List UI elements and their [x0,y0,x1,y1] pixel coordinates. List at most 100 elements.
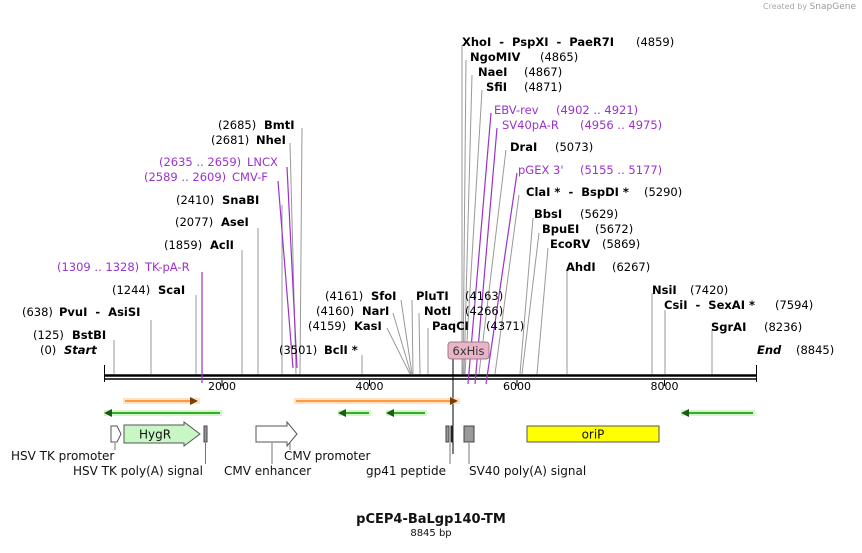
site-name-ebvrev: EBV-rev [494,103,539,117]
site-pos-paqci: (4371) [486,319,524,333]
site-pos-sv40par: (4956 .. 4975) [580,118,662,132]
site-pos-ebvrev: (4902 .. 4921) [556,103,638,117]
site-pos-bbsi: (5629) [580,207,618,221]
site-name-tkpar: TK-pA-R [144,260,190,274]
hsv-tk-promoter-shape [110,425,122,443]
tick-label-8000: 8000 [651,380,679,393]
site-pos-bmti: (2685) [218,118,256,132]
site-pos-kasi: (4159) [308,319,346,333]
orip-label: oriP [582,428,605,442]
site-name-scai: ScaI [158,283,185,297]
credit-prefix: Created by [763,2,808,11]
leader-lines [113,45,713,375]
site-pos-sgrai: (8236) [764,320,802,334]
site-pos-ecorv: (5869) [602,237,640,251]
end-pos: (8845) [796,343,834,357]
site-pos-noti: (4266) [465,304,503,318]
start-pos: (0) [40,343,56,357]
site-labels: (0) Start End (8845) (125) BstBI (638) P… [22,35,834,357]
tick-label-6000: 6000 [503,380,531,393]
site-name-pvui: PvuI - AsiSI [59,305,140,319]
site-pos-cmvf: (2589 .. 2609) [144,170,226,184]
site-name-bpuei: BpuEI [542,222,579,236]
snapgene-brand: SnapGene [809,2,856,12]
site-pos-lncx: (2635 .. 2659) [159,155,241,169]
plasmid-length: 8845 bp [410,528,452,539]
site-pos-clai: (5290) [644,185,682,199]
sequence-backbone [104,365,757,382]
site-name-nari: NarI [362,304,389,318]
site-name-cmvf: CMV-F [232,170,268,184]
cmv-enhancer-shape [255,420,298,448]
his-tag: 6xHis [447,341,490,454]
site-name-ngomiv: NgoMIV [470,50,520,64]
site-name-pgex3: pGEX 3' [518,163,564,177]
site-name-sgrai: SgrAI [711,320,746,334]
green-feature-arrows [104,409,755,417]
site-name-naei: NaeI [478,65,507,79]
feature-label-cmv-enhancer: CMV enhancer [224,464,311,478]
site-pos-sfii: (4871) [524,80,562,94]
axis-ticks: 2000 4000 6000 8000 [208,380,679,393]
site-pos-bcli: (3501) [279,343,317,357]
feature-label-hsv-tk-promoter: HSV TK promoter [11,449,114,463]
site-name-sv40par: SV40pA-R [502,118,559,132]
site-name-drai: DraI [510,140,537,154]
site-pos-bstbi: (125) [33,328,64,342]
end-label: End [757,343,782,357]
feature-label-sv40-polya: SV40 poly(A) signal [469,464,586,478]
site-name-paqci: PaqCI [432,319,469,333]
site-pos-snabi: (2410) [176,193,214,207]
gp41-shape-b [450,425,454,443]
site-name-csii: CsiI - SexAI * [664,298,755,312]
site-name-bbsi: BbsI [534,207,562,221]
site-name-snabi: SnaBI [222,193,259,207]
feature-label-leaders [114,443,470,464]
site-name-lncx: LNCX [247,155,278,169]
sv40-polya-shape [463,425,475,443]
site-name-asei: AseI [221,215,249,229]
site-pos-pvui: (638) [22,305,53,319]
feature-track: HygR oriP [110,420,660,448]
site-pos-bpuei: (5672) [595,222,633,236]
site-pos-tkpar: (1309 .. 1328) [57,260,139,274]
site-pos-ahdi: (6267) [612,260,650,274]
site-pos-naei: (4867) [524,65,562,79]
gp41-shape-a [445,425,450,443]
primer-lines [201,112,518,385]
orip-shape [526,425,660,443]
site-name-ecorv: EcoRV [550,237,590,251]
site-pos-nari: (4160) [316,304,354,318]
site-name-ahdi: AhdI [566,260,596,274]
plasmid-title-block: pCEP4-BaLgp140-TM 8845 bp [0,512,862,539]
site-pos-asei: (2077) [175,215,213,229]
site-pos-ngomiv: (4865) [540,50,578,64]
site-name-pluti: PluTI [416,289,449,303]
plasmid-name: pCEP4-BaLgp140-TM [356,512,506,527]
site-name-sfii: SfiI [486,80,507,94]
site-name-nhei: NheI [256,133,286,147]
site-pos-sfoi: (4161) [325,289,363,303]
feature-label-hsv-tk-polya: HSV TK poly(A) signal [73,464,203,478]
site-name-bmti: BmtI [264,118,295,132]
site-name-kasi: KasI [354,319,382,333]
site-name-xhoi: XhoI - PspXI - PaeR7I [462,35,614,49]
site-name-acli: AclI [210,238,234,252]
snapgene-credit: Created by SnapGene [763,2,856,12]
site-pos-pgex3: (5155 .. 5177) [580,163,662,177]
start-label: Start [64,343,97,357]
site-pos-nhei: (2681) [211,133,249,147]
tick-label-2000: 2000 [208,380,236,393]
orange-feature-arrows [123,397,460,405]
feature-label-cmv-promoter: CMV promoter [284,449,371,463]
hygr-shape [123,421,201,447]
his-tag-label: 6xHis [453,344,485,358]
site-pos-drai: (5073) [555,140,593,154]
site-name-clai: ClaI * - BspDI * [526,185,629,199]
site-name-nsii: NsiI [652,283,677,297]
feature-label-gp41: gp41 peptide [366,464,446,478]
hygr-label: HygR [139,428,171,442]
site-pos-csii: (7594) [775,298,813,312]
tick-label-4000: 4000 [356,380,384,393]
